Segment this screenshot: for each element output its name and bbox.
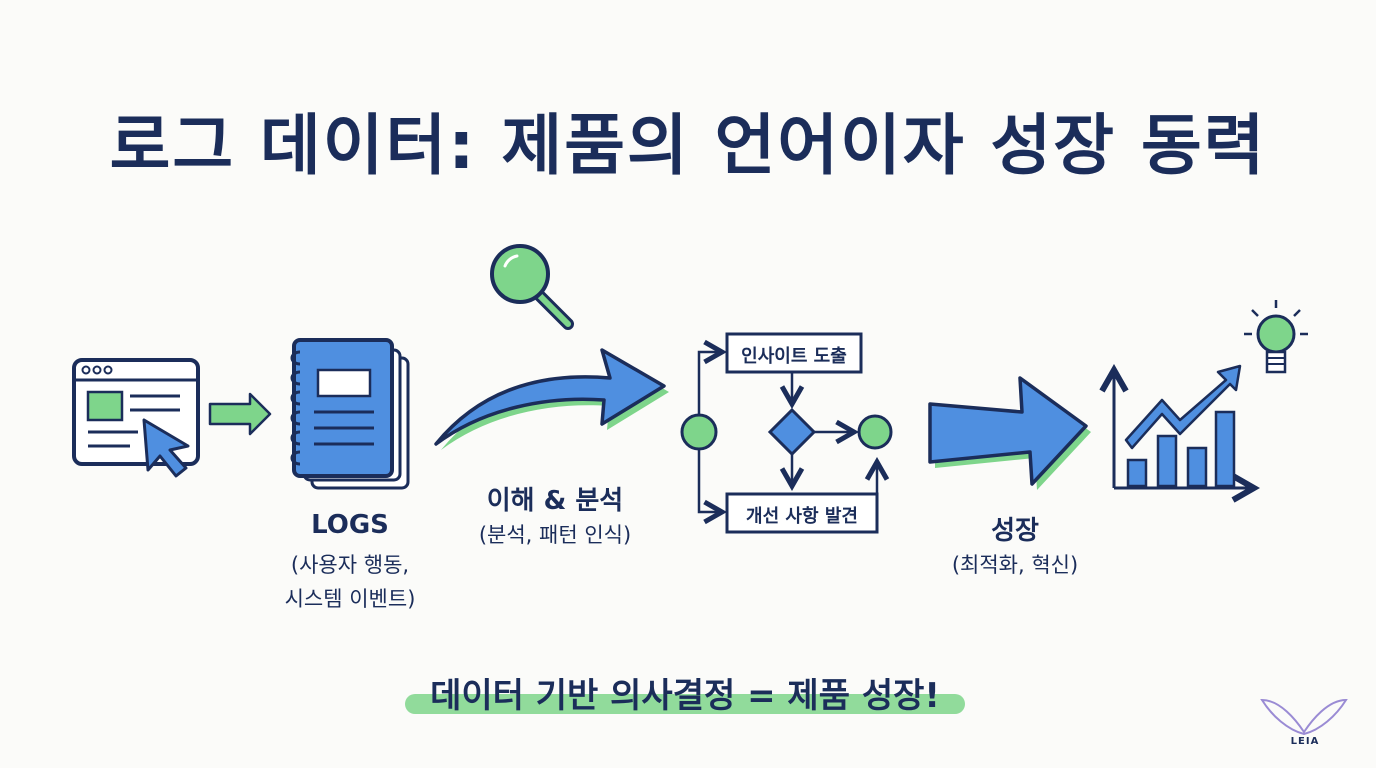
logs-desc-line1: (사용자 행동, <box>290 553 410 577</box>
lightbulb-icon <box>1244 300 1308 374</box>
leia-logo <box>1260 698 1348 736</box>
logo-text: LEIA <box>1290 736 1320 747</box>
insight-box: 인사이트 도출 <box>741 346 847 367</box>
logs-desc-line2: 시스템 이벤트) <box>284 587 416 611</box>
growth-arrow <box>928 376 1091 490</box>
logs-title: LOGS <box>311 510 389 540</box>
bottom-tagline: 데이터 기반 의사결정 = 제품 성장! <box>430 676 940 716</box>
analysis-subtitle: (분석, 패턴 인식) <box>478 523 632 547</box>
logs-notebook-icon <box>290 338 410 490</box>
flowchart <box>680 332 893 534</box>
improvement-box: 개선 사항 발견 <box>746 506 858 527</box>
growth-subtitle: (최적화, 혁신) <box>951 553 1079 577</box>
magnifier-icon <box>490 244 574 330</box>
growth-title: 성장 <box>991 516 1039 546</box>
page-title: 로그 데이터: 제품의 언어이자 성장 동력 <box>109 107 1267 184</box>
curved-arrow <box>434 348 669 450</box>
growth-chart-icon <box>1114 366 1254 488</box>
analysis-title: 이해 & 분석 <box>486 486 624 516</box>
bottom-highlight <box>405 694 965 714</box>
cursor-icon <box>142 418 190 478</box>
arrow-to-logs <box>208 392 272 436</box>
